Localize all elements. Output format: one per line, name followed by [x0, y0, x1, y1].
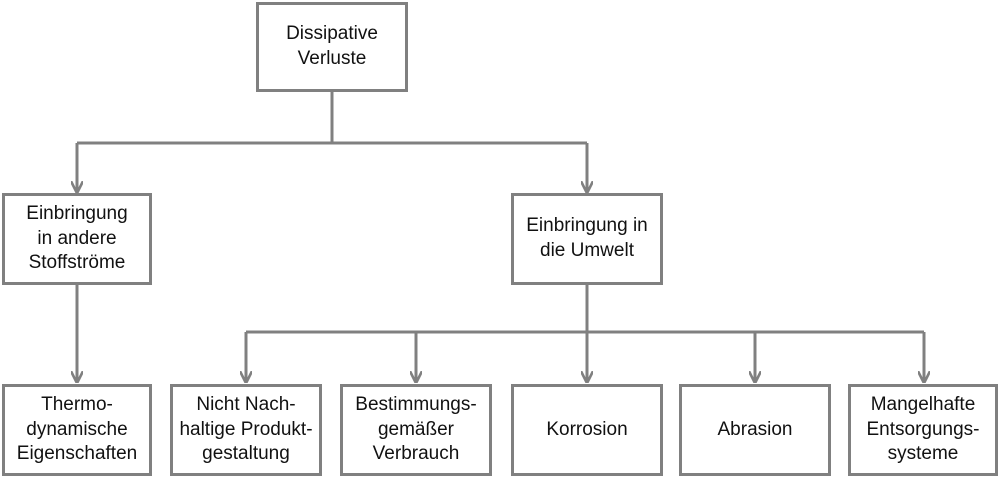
branch-node-other-material-flows: Einbringung in andere Stoffströme: [2, 193, 152, 285]
leaf-node-disposal-systems: Mangelhafte Entsorgungs- systeme: [848, 384, 998, 476]
leaf-node-abrasion: Abrasion: [679, 384, 831, 476]
leaf-node-thermodynamics: Thermo- dynamische Eigenschaften: [2, 384, 152, 476]
leaf-node-corrosion: Korrosion: [511, 384, 663, 476]
leaf-node-intended-use: Bestimmungs- gemäßer Verbrauch: [340, 384, 492, 476]
leaf-node-product-design: Nicht Nach- haltige Produkt- gestaltung: [170, 384, 322, 476]
root-node: Dissipative Verluste: [256, 2, 408, 92]
branch-node-environment: Einbringung in die Umwelt: [511, 193, 663, 285]
